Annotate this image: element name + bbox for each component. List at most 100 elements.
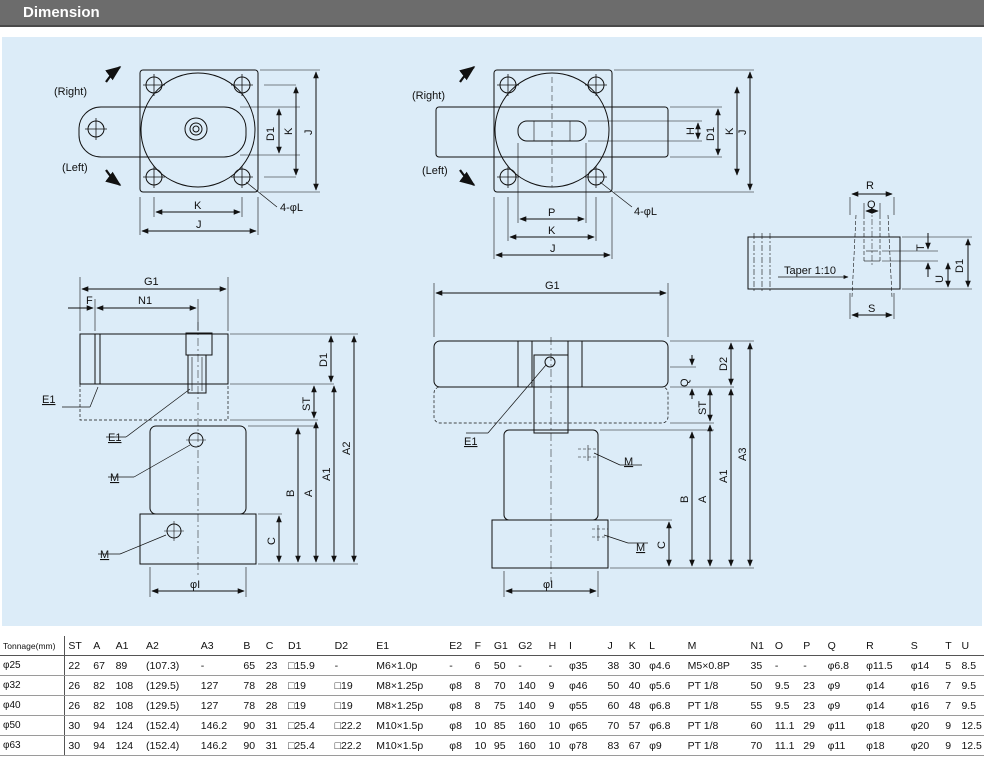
label-right: (Right) <box>412 90 445 102</box>
table-cell: □19 <box>285 675 332 696</box>
column-header: A2 <box>143 636 198 656</box>
column-header: P <box>800 636 825 656</box>
table-cell: φ78 <box>565 735 605 756</box>
table-cell: 146.2 <box>197 715 241 736</box>
table-cell: M5×0.8P <box>684 655 748 676</box>
label-e1: E1 <box>42 394 55 406</box>
column-header: E1 <box>373 636 447 656</box>
label-g1: G1 <box>545 280 560 292</box>
section-title: Dimension <box>23 4 100 21</box>
table-cell: - <box>771 655 801 676</box>
table-cell: 70 <box>490 675 516 696</box>
table-cell: φ18 <box>863 715 908 736</box>
label-m: M <box>100 549 109 561</box>
table-cell: 8.5 <box>958 655 984 676</box>
label-taper: Taper 1:10 <box>784 265 836 277</box>
table-cell: 9.5 <box>771 675 801 696</box>
table-cell: φ8 <box>446 695 472 716</box>
table-cell: 55 <box>747 695 772 716</box>
label-b: B <box>679 496 691 503</box>
table-cell: 160 <box>515 735 546 756</box>
table-cell: φ9 <box>824 675 864 696</box>
table-cell: □15.9 <box>285 655 332 676</box>
table-cell: φ18 <box>863 735 908 756</box>
table-cell: φ4.6 <box>646 655 685 676</box>
table-cell: □19 <box>331 695 374 716</box>
table-cell: 26 <box>64 675 91 696</box>
table-cell: 8 <box>471 695 491 716</box>
column-header: Q <box>824 636 864 656</box>
table-cell: M10×1.5p <box>373 715 447 736</box>
column-header: Tonnage(mm) <box>0 636 66 656</box>
table-cell: □19 <box>285 695 332 716</box>
label-m: M <box>636 542 645 554</box>
label-d1: D1 <box>705 127 717 141</box>
table-cell: 60 <box>747 715 772 736</box>
table-cell: 29 <box>800 715 825 736</box>
table-cell: 9 <box>545 675 566 696</box>
table-cell: 9 <box>942 735 959 756</box>
column-header: U <box>958 636 984 656</box>
column-header: L <box>646 636 685 656</box>
table-cell: φ20 <box>907 735 943 756</box>
table-cell: 9 <box>545 695 566 716</box>
table-cell: 60 <box>604 695 626 716</box>
table-cell: φ14 <box>863 695 908 716</box>
table-cell: 90 <box>240 715 263 736</box>
table-cell: 90 <box>240 735 263 756</box>
table-cell: φ8 <box>446 675 472 696</box>
front-left-view <box>62 277 358 597</box>
table-cell: 82 <box>90 695 113 716</box>
label-h: H <box>685 127 697 135</box>
table-cell: 65 <box>240 655 263 676</box>
table-cell: φ8 <box>446 735 472 756</box>
top-right-view <box>435 66 754 259</box>
label-k: K <box>548 225 556 237</box>
column-header: J <box>604 636 626 656</box>
table-cell: □19 <box>331 675 374 696</box>
label-phi-i: φI <box>190 579 200 591</box>
row-header-cell: φ63 <box>0 735 66 756</box>
table-cell: 124 <box>112 715 144 736</box>
column-header: I <box>565 636 605 656</box>
table-cell: 6 <box>471 655 491 676</box>
column-header: D1 <box>285 636 332 656</box>
table-cell: 83 <box>604 735 626 756</box>
label-j: J <box>303 130 315 136</box>
table-cell: 30 <box>64 715 91 736</box>
row-header-cell: φ25 <box>0 655 66 676</box>
label-left: (Left) <box>422 165 448 177</box>
table-cell: φ9 <box>824 695 864 716</box>
table-cell: □22.2 <box>331 715 374 736</box>
label-g1: G1 <box>144 276 159 288</box>
table-cell: (129.5) <box>143 695 198 716</box>
label-holes: 4-φL <box>634 206 657 218</box>
table-cell: 127 <box>197 695 241 716</box>
label-c: C <box>656 541 668 549</box>
table-cell: (129.5) <box>143 675 198 696</box>
table-cell: 160 <box>515 715 546 736</box>
table-cell: φ14 <box>863 675 908 696</box>
label-d1: D1 <box>954 259 966 273</box>
table-cell: - <box>446 655 472 676</box>
table-cell: 89 <box>112 655 144 676</box>
table-cell: □22.2 <box>331 735 374 756</box>
table-cell: 67 <box>90 655 113 676</box>
table-cell: 8 <box>471 675 491 696</box>
label-a: A <box>697 495 709 503</box>
row-header-cell: φ32 <box>0 675 66 696</box>
table-cell: - <box>197 655 241 676</box>
table-cell: 48 <box>625 695 647 716</box>
table-cell: - <box>331 655 374 676</box>
label-q: Q <box>679 378 691 387</box>
table-cell: φ11 <box>824 715 864 736</box>
row-header-cell: φ40 <box>0 695 66 716</box>
dimension-diagram: (Right) (Left) D1 K J K J 4-φL <box>2 37 982 626</box>
label-left: (Left) <box>62 162 88 174</box>
table-cell: φ16 <box>907 695 943 716</box>
table-cell: 26 <box>64 695 91 716</box>
column-header: T <box>942 636 959 656</box>
